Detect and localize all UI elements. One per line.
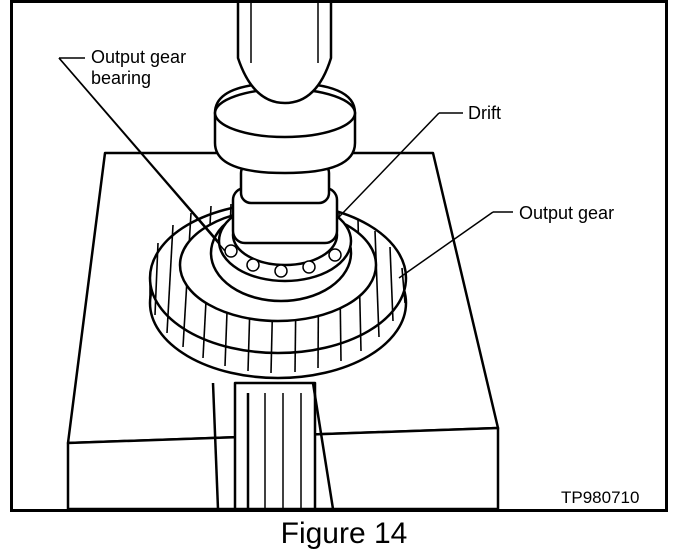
figure-caption: Figure 14 — [280, 517, 408, 550]
drift-tool — [213, 81, 357, 245]
figure-frame: Output gear bearing Drift Output gear TP… — [10, 0, 668, 512]
leader-lines — [58, 57, 513, 279]
press-illustration — [58, 3, 513, 509]
output-shaft — [211, 381, 335, 509]
figure-code: TP980710 — [561, 488, 640, 507]
drift-label: Drift — [468, 103, 501, 124]
output-gear-label: Output gear — [519, 203, 615, 224]
output-gear-bearing-label: Output gear bearing — [91, 47, 187, 88]
press-ram — [236, 3, 333, 105]
